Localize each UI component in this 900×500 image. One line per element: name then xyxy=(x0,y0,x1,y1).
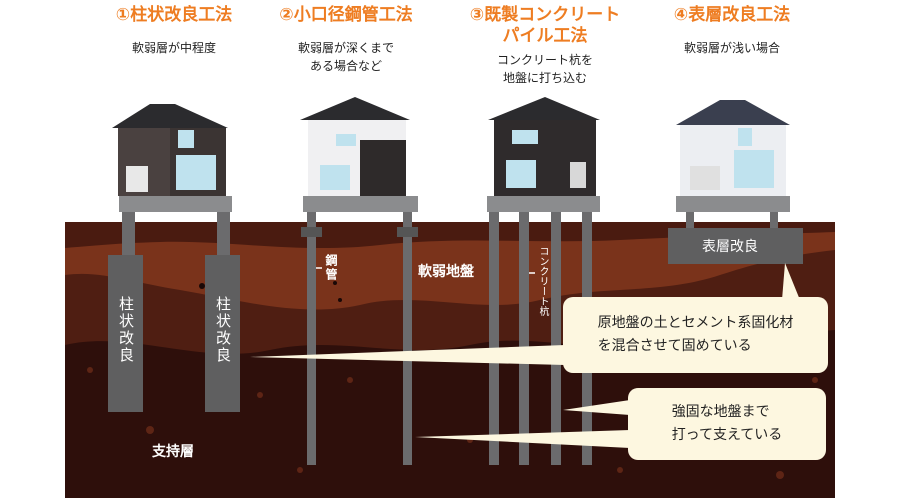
subtitle-line: 軟弱層が深くまで xyxy=(297,41,395,55)
method-4-subtitle: 軟弱層が浅い場合 xyxy=(684,39,780,57)
method-1-subtitle: 軟弱層が中程度 xyxy=(132,39,216,57)
callout-line: を混合させて固めている xyxy=(597,338,752,354)
callout-line: 打って支えている xyxy=(671,427,783,443)
house-4 xyxy=(676,100,790,196)
house-2 xyxy=(300,97,410,196)
soft-ground-label: 軟弱地盤 xyxy=(418,264,474,280)
subtitle-line: コンクリート杭を xyxy=(496,53,594,67)
column-improvement-label-2: 柱状改良 xyxy=(214,296,232,364)
top-soil-layer xyxy=(65,222,835,249)
subtitle-line: 軟弱層が中程度 xyxy=(131,41,217,55)
house-1 xyxy=(112,104,228,196)
surface-improvement-label: 表層改良 xyxy=(702,239,758,255)
method-3-title-line2: パイル工法 xyxy=(502,26,588,46)
method-1-title: ①柱状改良工法 xyxy=(115,5,233,25)
method-3-title: ③既製コンクリート パイル工法 xyxy=(470,5,620,47)
callout-cement-pointer xyxy=(250,345,565,365)
column-improvement-label-1: 柱状改良 xyxy=(117,296,135,364)
callout-line: 原地盤の土とセメント系固化材 xyxy=(597,315,794,331)
method-2-title: ②小口径鋼管工法 xyxy=(279,5,413,25)
concrete-pile-label: コンクリート杭 xyxy=(537,246,548,316)
column-improvement-structure xyxy=(108,196,240,412)
subtitle-line: 軟弱層が浅い場合 xyxy=(683,41,781,55)
surface-improvement-structure xyxy=(668,196,803,264)
steel-pipe-structure xyxy=(301,196,418,465)
method-4-title: ④表層改良工法 xyxy=(673,5,791,25)
bearing-layer-label: 支持層 xyxy=(152,444,194,460)
callout-cement-pointer-surface xyxy=(782,263,800,300)
house-3 xyxy=(488,97,600,196)
callout-support: 強固な地盤まで 打って支えている xyxy=(628,388,826,460)
steel-pipe-label: 鋼管 xyxy=(324,254,338,282)
subtitle-line: ある場合など xyxy=(309,59,383,73)
callout-line: 強固な地盤まで xyxy=(671,404,770,420)
callout-support-pointer-2 xyxy=(415,430,630,448)
method-2-subtitle: 軟弱層が深くまで ある場合など xyxy=(298,39,394,75)
callout-support-pointer xyxy=(563,400,630,415)
method-3-subtitle: コンクリート杭を 地盤に打ち込む xyxy=(497,51,593,87)
subtitle-line: 地盤に打ち込む xyxy=(502,71,588,85)
callout-cement: 原地盤の土とセメント系固化材 を混合させて固めている xyxy=(563,297,828,373)
method-3-title-line1: ③既製コンクリート xyxy=(469,5,621,25)
